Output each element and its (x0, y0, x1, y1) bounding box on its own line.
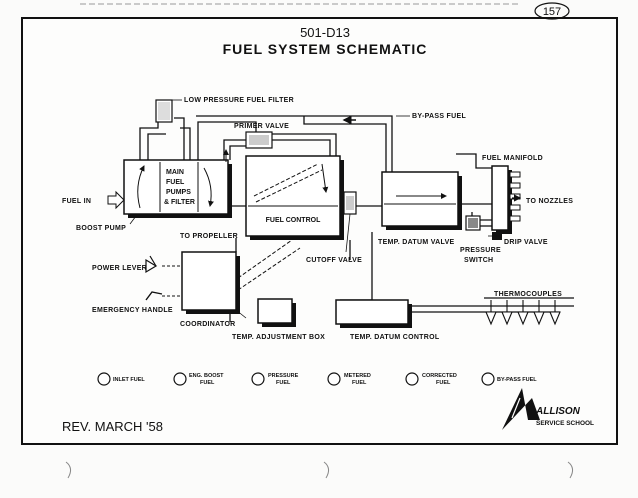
drawing-code: 501-D13 (300, 25, 350, 40)
temp-datum-valve-box (381, 171, 462, 230)
label-drip-valve: DRIP VALVE (504, 239, 548, 246)
legend-label: ENG. BOOST (189, 373, 224, 379)
fuel-control-box (245, 155, 344, 240)
main-pumps-label-3: PUMPS (166, 189, 191, 196)
flow-arrows (107, 115, 522, 210)
label-by-pass-fuel: BY-PASS FUEL (412, 113, 466, 120)
legend-label: PRESSURE (268, 373, 299, 379)
label-fuel-in: FUEL IN (62, 198, 91, 205)
label-cutoff-valve: CUTOFF VALVE (306, 257, 362, 264)
pressure-switch (465, 215, 481, 231)
temp-datum-control-box (335, 299, 412, 328)
legend-swatch (405, 372, 419, 386)
label-temp-adjustment-box: TEMP. ADJUSTMENT BOX (232, 334, 325, 341)
legend-label: INLET FUEL (113, 377, 145, 383)
legend-label: BY-PASS FUEL (497, 377, 537, 383)
legend-label: FUEL (352, 380, 367, 386)
allison-logo: ALLISON SERVICE SCHOOL (502, 388, 594, 430)
legend-label: FUEL (276, 380, 291, 386)
fuel-control-label: FUEL CONTROL (266, 217, 321, 224)
label-coordinator: COORDINATOR (180, 321, 236, 328)
temp-adjustment-box (257, 298, 296, 327)
low-pressure-filter (155, 99, 173, 123)
main-pumps-label-4: & FILTER (164, 199, 195, 206)
main-pumps-label-2: FUEL (166, 179, 185, 186)
label-pressure-switch-1: PRESSURE (460, 247, 501, 254)
fuel-manifold (491, 165, 521, 234)
diagram-title: FUEL SYSTEM SCHEMATIC (223, 41, 428, 57)
legend-label: CORRECTED (422, 373, 457, 379)
label-boost-pump: BOOST PUMP (76, 225, 126, 232)
power-lever (145, 255, 158, 274)
logo-subtitle: SERVICE SCHOOL (536, 420, 594, 427)
label-to-nozzles: TO NOZZLES (526, 198, 573, 205)
legend-label: METERED (344, 373, 371, 379)
legend-swatch (481, 372, 495, 386)
label-low-pressure-filter: LOW PRESSURE FUEL FILTER (184, 97, 294, 104)
label-primer-valve: PRIMER VALVE (234, 123, 289, 130)
legend-label: FUEL (200, 380, 215, 386)
label-temp-datum-valve: TEMP. DATUM VALVE (378, 239, 455, 246)
coordinator-box (181, 251, 240, 314)
label-emergency-handle: EMERGENCY HANDLE (92, 307, 173, 314)
label-pressure-switch-2: SWITCH (464, 257, 493, 264)
legend-swatch (251, 372, 265, 386)
legend-swatch (173, 372, 187, 386)
legend-swatch (327, 372, 341, 386)
cutoff-valve (343, 191, 357, 215)
label-fuel-manifold: FUEL MANIFOLD (482, 155, 543, 162)
page-number: 157 (534, 2, 570, 20)
label-thermocouples: THERMOCOUPLES (494, 291, 562, 298)
revision-note: REV. MARCH '58 (62, 419, 163, 434)
legend: INLET FUEL ENG. BOOST FUEL PRESSURE FUEL… (97, 372, 537, 386)
label-temp-datum-control: TEMP. DATUM CONTROL (350, 334, 440, 341)
main-fuel-pumps-box (123, 159, 232, 218)
logo-name: ALLISON (535, 406, 581, 417)
legend-swatch (97, 372, 111, 386)
main-pumps-label-1: MAIN (166, 169, 184, 176)
emergency-handle (145, 291, 163, 301)
leader-lines (129, 99, 500, 319)
coordinator-linkage (162, 239, 301, 297)
legend-label: FUEL (436, 380, 451, 386)
label-power-lever: POWER LEVER (92, 265, 147, 272)
primer-valve (245, 131, 273, 149)
svg-text:157: 157 (543, 6, 561, 18)
label-to-propeller: TO PROPELLER (180, 233, 238, 240)
thermocouples (485, 300, 561, 326)
binder-marks (65, 461, 574, 479)
